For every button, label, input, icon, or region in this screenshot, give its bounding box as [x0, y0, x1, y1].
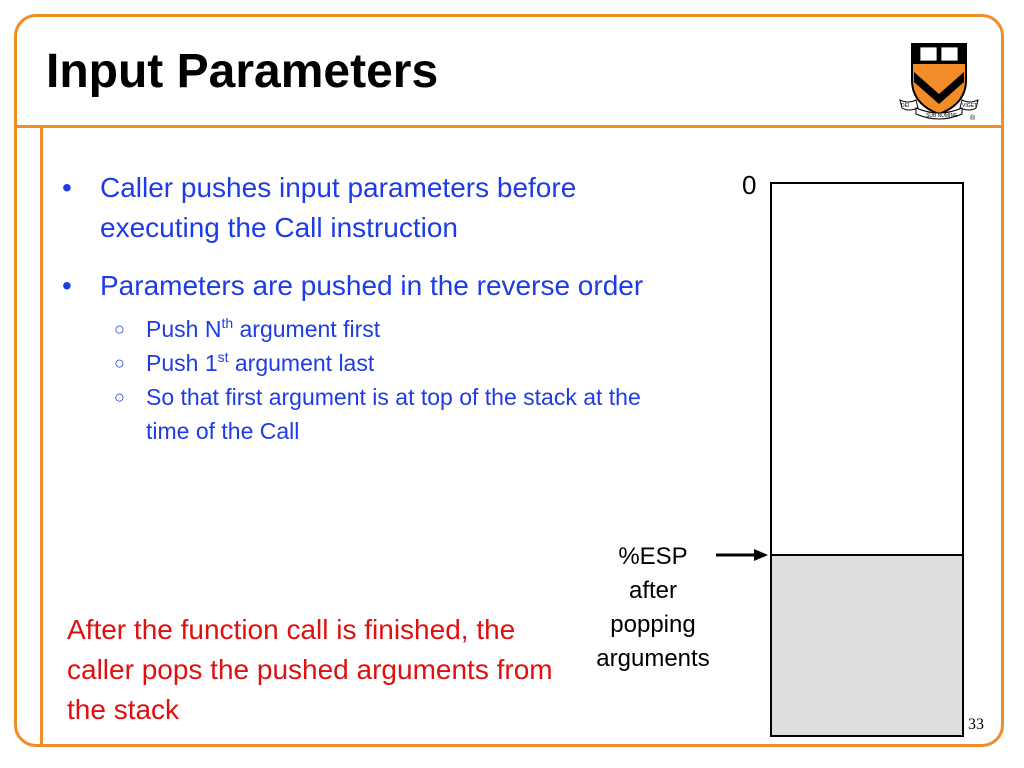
sub-bullet-text: argument first [233, 316, 381, 342]
esp-label-line: popping [610, 611, 696, 638]
esp-arrow-icon [716, 549, 768, 561]
svg-text:SUB NUMINE: SUB NUMINE [926, 113, 958, 119]
bullet-dot-icon: • [62, 172, 72, 203]
stack-top-label: 0 [742, 170, 757, 200]
bullet-text: Parameters are pushed in the reverse ord… [100, 270, 644, 301]
bullet-text: Caller pushes input parameters before ex… [100, 172, 577, 243]
sub-bullet-text: Push 1 [146, 350, 218, 376]
sub-bullet-list: ○ Push Nth argument first ○ Push 1st arg… [100, 312, 662, 448]
page-number: 33 [968, 716, 984, 733]
stack-pushed-region [772, 554, 962, 735]
slide-frame [14, 14, 1004, 747]
superscript: st [217, 349, 229, 365]
bullet-item: • Parameters are pushed in the reverse o… [62, 266, 662, 448]
sub-bullet-text: Push N [146, 316, 222, 342]
title-divider [16, 125, 1003, 128]
left-margin-line [40, 128, 43, 746]
svg-text:®: ® [970, 114, 976, 122]
bullet-item: • Caller pushes input parameters before … [62, 168, 662, 248]
footnote-text: After the function call is finished, the… [67, 614, 553, 725]
ring-bullet-icon: ○ [114, 353, 125, 373]
esp-label-line: after [628, 577, 678, 604]
ring-bullet-icon: ○ [114, 387, 125, 407]
svg-text:DEI: DEI [901, 103, 909, 109]
sub-bullet-text: So that first argument is at top of the … [146, 384, 641, 444]
svg-text:VIGET: VIGET [962, 103, 977, 109]
ring-bullet-icon: ○ [114, 319, 125, 339]
superscript: th [221, 315, 234, 331]
sub-bullet-item: ○ Push Nth argument first [100, 312, 662, 346]
stack-diagram [770, 182, 964, 737]
esp-label-line: arguments [596, 645, 710, 672]
esp-label-line: %ESP [618, 543, 688, 570]
sub-bullet-item: ○ So that first argument is at top of th… [100, 380, 662, 448]
sub-bullet-item: ○ Push 1st argument last [100, 346, 662, 380]
bullet-list: • Caller pushes input parameters before … [62, 168, 662, 466]
slide-title: Input Parameters [46, 45, 439, 98]
esp-pointer-label: %ESP after popping arguments [580, 540, 726, 676]
princeton-shield-icon: DEI SUB NUMINE VIGET ® [899, 43, 979, 122]
bullet-dot-icon: • [62, 270, 72, 301]
sub-bullet-text: argument last [228, 350, 375, 376]
